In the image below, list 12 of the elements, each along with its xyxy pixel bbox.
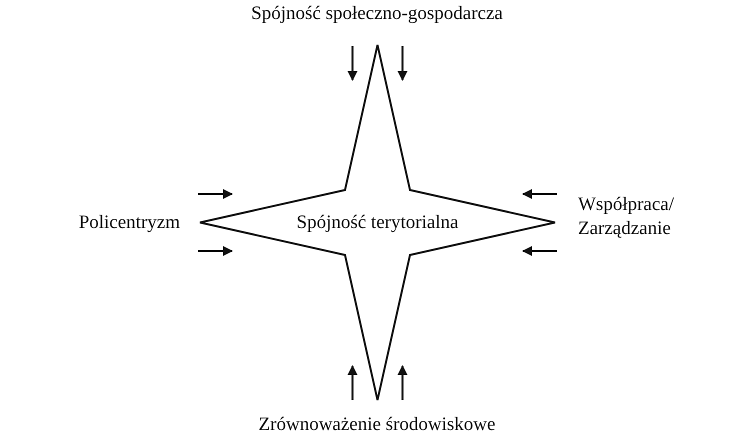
arrow — [348, 46, 358, 81]
node-label: Zrównoważenie środowiskowe — [258, 413, 496, 437]
arrow — [198, 246, 233, 256]
node-label: Spójność społeczno-gospodarcza — [251, 2, 503, 26]
arrow — [198, 189, 233, 199]
arrow — [397, 46, 408, 81]
arrow — [348, 365, 358, 400]
node-label: Współpraca/ Zarządzanie — [578, 193, 676, 240]
arrow — [522, 246, 557, 256]
arrow — [397, 365, 408, 400]
node-label: Policentryzm — [78, 210, 180, 234]
arrow — [522, 189, 557, 199]
